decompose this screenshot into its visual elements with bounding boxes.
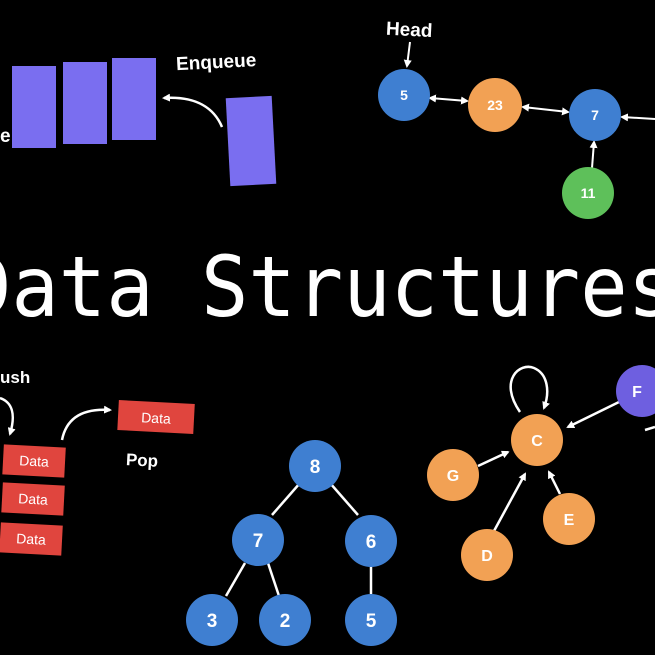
graph-node-label: E [564,512,575,529]
tree-node-root [289,440,341,492]
list-node-label: 5 [400,87,408,103]
list-branch-node-label: 11 [581,185,596,201]
page-title: Data Structures [0,238,655,336]
graph-edge [566,400,620,429]
graph-node [543,493,595,545]
stack-item: Data [0,522,63,556]
tree-node [232,514,284,566]
graph-edge [644,425,655,432]
tree-node [186,594,238,646]
queue-incoming-item [225,95,277,187]
link-arrow [620,113,655,122]
list-node [378,69,430,121]
tree-node [345,594,397,646]
tree-node-label: 7 [253,531,264,552]
graph-node-label: F [632,384,642,401]
link-arrow [521,103,570,116]
graph-node [427,449,479,501]
tree-node [345,515,397,567]
head-label: Head [385,19,433,42]
tree-edge [266,562,281,597]
tree-edge [271,482,301,516]
stack-item: Data [1,482,65,516]
stack-item: Data [2,444,66,478]
tree-node [259,594,311,646]
queue-slot [63,62,107,144]
graph-node [461,529,513,581]
stack-item-label: Data [18,490,49,508]
tree-node-label: 5 [366,611,377,632]
graph-node-center [511,414,563,466]
tree-edge [224,562,247,597]
enqueue-arrow [162,93,224,128]
graph-node-label: D [481,548,493,565]
graph-node-label: C [531,433,543,450]
push-arrow [0,396,16,436]
pop-arrow [60,405,112,441]
graph-edge [547,470,562,495]
pop-label: Pop [125,450,158,471]
list-node-label: 23 [487,97,503,113]
graph-diagram: C G D E F [427,365,655,581]
list-node [468,78,522,132]
queue-diagram: Enqueue e [0,50,277,187]
queue-slot [12,66,56,148]
tree-node-label: 2 [280,611,291,632]
enqueue-label: Enqueue [176,50,257,75]
queue-slot [112,58,156,140]
graph-node-label: G [447,468,459,485]
head-pointer-arrow [403,41,412,68]
graph-node [616,365,655,417]
branch-arrow [589,140,598,169]
graph-edge [477,450,510,468]
popped-item-label: Data [141,409,172,427]
tree-node-label: 8 [310,457,321,478]
linked-list-diagram: Head 5 23 7 11 [378,19,655,219]
stack-item-label: Data [16,530,47,548]
binary-tree-diagram: 8 7 6 3 2 5 [186,440,397,646]
list-branch-node [562,167,614,219]
stack-item-label: Data [19,452,50,470]
list-node-label: 7 [591,107,599,123]
self-loop-arrow [509,365,550,413]
popped-stack-item: Data [117,400,195,434]
link-arrow [428,94,469,105]
dequeue-label-fragment: e [0,126,11,147]
list-node [569,89,621,141]
tree-edge [329,482,359,516]
tree-node-label: 6 [366,532,377,553]
tree-node-label: 3 [207,611,218,632]
push-label-fragment: ush [0,368,30,387]
stack-diagram: ush Data Data Data Data Pop [0,368,195,556]
graph-edge [492,472,527,532]
